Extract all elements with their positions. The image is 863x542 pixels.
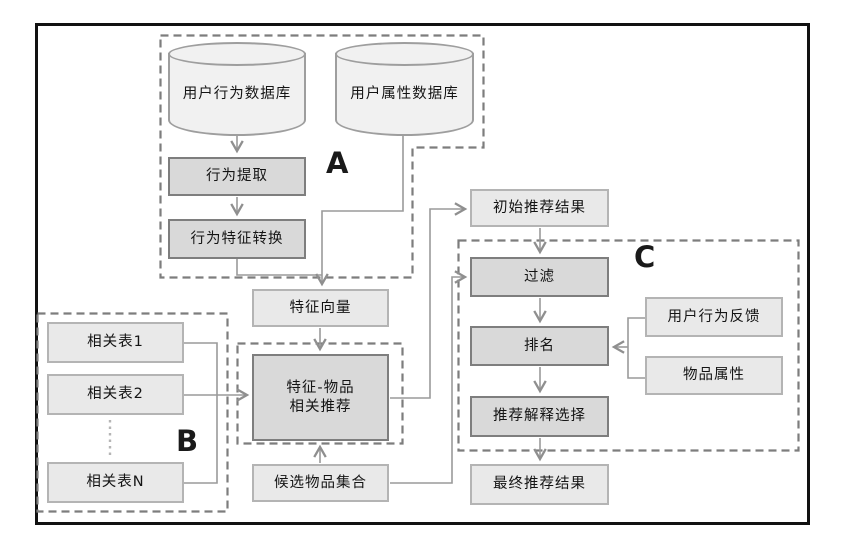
node-label: 用户属性数据库 [350,86,459,102]
region-b-label: B [176,424,199,458]
node-candidate-item-set: 候选物品集合 [252,464,389,502]
edge-relatedtables-bus [184,342,218,484]
region-c-label: C [634,240,656,274]
edge-candidateset-to-filter [390,270,468,484]
node-final-result: 最终推荐结果 [470,464,609,505]
region-a-label: A [326,146,349,180]
region-c-outline [457,239,800,452]
outer-frame [35,23,810,525]
node-feature-item-recommend: 特征-物品 相关推荐 [252,354,389,441]
node-user-behavior-feedback: 用户行为反馈 [645,297,783,337]
cylinder-body [335,53,474,136]
node-user-behavior-db: 用户行为数据库 [168,42,306,136]
node-initial-result: 初始推荐结果 [470,189,609,227]
edge-attributedb-to-featurevector [315,136,404,287]
node-filter: 过滤 [470,257,609,297]
edge-transform-to-featurevector [236,259,322,276]
node-related-table-n: 相关表N [47,462,184,503]
cylinder-lid [335,42,474,66]
cylinder-body [168,53,306,136]
node-explanation-selection: 推荐解释选择 [470,396,609,437]
region-feature-item-outline [236,342,404,445]
edge-feedback-bracket [627,317,645,379]
node-behavior-extraction: 行为提取 [168,157,306,196]
node-label-line1: 特征-物品 [286,379,355,396]
region-b-outline [36,312,229,513]
node-feature-vector: 特征向量 [252,289,389,327]
node-related-table-2: 相关表2 [47,374,184,415]
node-ranking: 排名 [470,326,609,366]
cylinder-lid [168,42,306,66]
node-label-line2: 相关推荐 [289,398,352,415]
node-label: 用户行为数据库 [182,86,292,102]
node-behavior-feature-transform: 行为特征转换 [168,219,306,259]
node-item-attribute: 物品属性 [645,356,783,395]
region-a-outline [159,34,485,279]
edge-featureitem-to-initialresult [390,202,468,399]
node-user-attribute-db: 用户属性数据库 [335,42,474,136]
node-related-table-1: 相关表1 [47,322,184,363]
